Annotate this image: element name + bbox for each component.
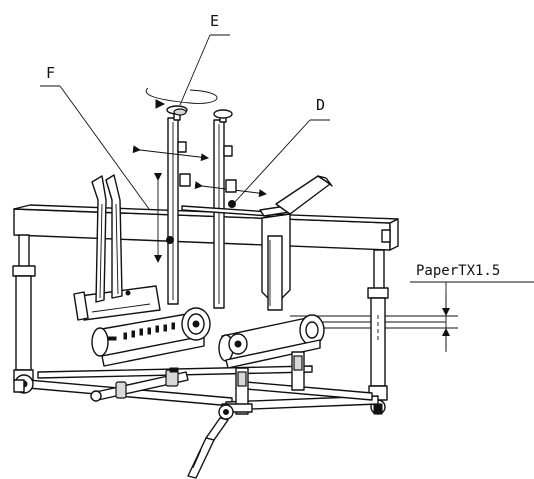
blade-holder (261, 175, 333, 311)
callout-e: E (179, 12, 230, 106)
crank-handle (187, 404, 234, 479)
paper-thickness-dimension: PaperTX1.5 (410, 263, 534, 352)
right-guide-rod (213, 109, 233, 309)
paper-thickness-label: PaperTX1.5 (416, 263, 500, 279)
left-uprights (91, 174, 123, 303)
drive-shaft (90, 367, 189, 402)
label-d: D (316, 96, 325, 114)
cross-slider (179, 173, 291, 217)
label-e: E (210, 12, 219, 30)
left-guide-rod (166, 105, 188, 305)
height-adjust-arrow (154, 173, 174, 263)
right-rear-leg (367, 249, 389, 415)
right-supports (221, 351, 305, 415)
width-adjust-arrow (132, 145, 209, 162)
right-carriage (218, 314, 325, 369)
left-rear-leg (12, 234, 36, 383)
rotation-arrow (145, 87, 218, 109)
carriage-slots (107, 322, 175, 341)
label-f: F (46, 64, 55, 82)
left-carriage (91, 307, 211, 367)
lower-frame (13, 365, 379, 411)
